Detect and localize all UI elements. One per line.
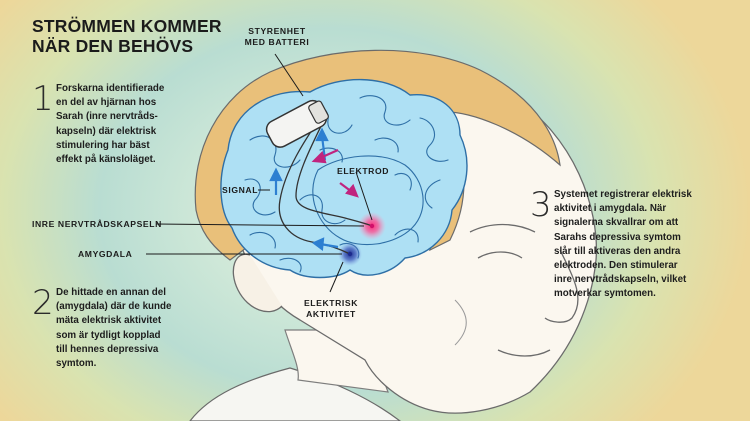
label-signal: SIGNAL — [222, 185, 259, 195]
step-1-line: en del av hjärnan hos — [56, 97, 157, 109]
label-internal-capsule: INRE NERVTRÅDSKAPSELN — [32, 219, 162, 229]
control-unit — [265, 99, 329, 148]
electrode-tip-amygdala — [347, 251, 353, 257]
eyebrow — [469, 223, 536, 233]
step-2-line: som är tydligt kopplad — [56, 329, 161, 341]
step-3-line: Systemet registrerar elektrisk — [554, 189, 692, 200]
step-2-line: (amygdala) där de kunde — [56, 301, 172, 313]
step-2-line: De hittade en annan del — [56, 287, 166, 298]
step-1-line: Forskarna identifierade — [56, 83, 165, 94]
label-activity: ELEKTRISK AKTIVITET — [296, 298, 366, 320]
step-1-text: Forskarna identifierade en del av hjärna… — [56, 82, 164, 167]
leader-lines — [146, 53, 373, 293]
step-3-number: 3 — [530, 185, 552, 225]
step-3-text: Systemet registrerar elektrisk aktivitet… — [554, 188, 692, 302]
step-1-number: 1 — [32, 79, 54, 119]
title-line-1: STRÖMMEN KOMMER — [32, 16, 222, 36]
temporal-lobe — [312, 155, 424, 246]
step-2-line: symtom. — [56, 358, 97, 370]
step-3-line: motverkar symtomen. — [554, 288, 656, 300]
electrode-tip-stim — [369, 223, 375, 229]
stimulation-arrow — [311, 148, 339, 164]
label-activity-line: AKTIVITET — [306, 309, 356, 319]
label-activity-line: ELEKTRISK — [303, 298, 359, 308]
step-2: 2 De hittade en annan del (amygdala) där… — [32, 286, 171, 371]
mouth — [497, 349, 551, 357]
electrode-arrow — [339, 182, 359, 198]
label-amygdala: AMYGDALA — [78, 249, 133, 259]
label-electrode: ELEKTROD — [337, 166, 390, 176]
step-3-line: inre nervtrådskapseln, vilket — [554, 274, 687, 286]
cheek — [454, 299, 467, 346]
step-1-line: kapseln) där elektrisk — [56, 125, 157, 137]
step-3-line: aktivitet i amygdala. När — [554, 203, 667, 215]
ear — [232, 253, 283, 313]
step-1: 1 Forskarna identifierade en del av hjär… — [32, 82, 164, 167]
eye — [477, 251, 523, 259]
step-1-line: effekt på känsloläget. — [56, 154, 156, 166]
step-2-line: mäta elektrisk aktivitet — [56, 315, 162, 327]
step-3-line: elektroden. Den stimulerar — [554, 260, 678, 272]
step-1-line: Sarah (inre nervtråds- — [56, 111, 158, 123]
step-3-line: slår till aktiveras den andra — [554, 245, 681, 257]
label-control-unit-line: STYRENHET — [248, 26, 306, 36]
title-line-2: NÄR DEN BEHÖVS — [32, 36, 194, 56]
label-control-unit-line: MED BATTERI — [244, 37, 310, 47]
step-3-line: Sarahs depressiva symtom — [554, 231, 681, 243]
page-title: STRÖMMEN KOMMER NÄR DEN BEHÖVS — [32, 16, 222, 56]
step-2-number: 2 — [32, 283, 54, 323]
activity-arrow — [311, 237, 339, 252]
shirt — [189, 367, 401, 421]
step-3: 3 Systemet registrerar elektrisk aktivit… — [530, 188, 692, 302]
step-2-text: De hittade en annan del (amygdala) där d… — [56, 286, 171, 371]
label-control-unit: STYRENHET MED BATTERI — [240, 26, 314, 48]
step-1-line: stimulering har bäst — [56, 139, 150, 151]
signal-arrow-lower — [269, 167, 283, 195]
step-3-line: signalerna skvallrar om att — [554, 217, 679, 229]
step-2-line: till hennes depressiva — [56, 343, 159, 355]
nose — [544, 249, 579, 323]
